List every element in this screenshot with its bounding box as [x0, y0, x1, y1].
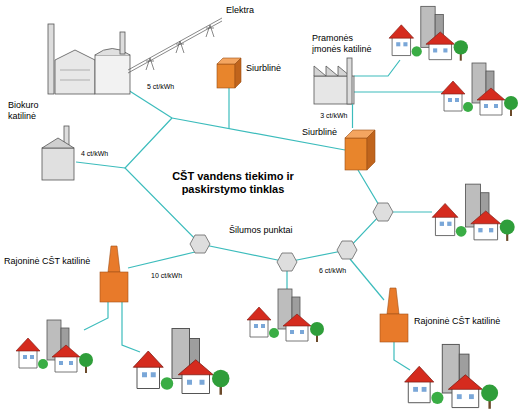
district-boiler-drawing — [100, 272, 128, 302]
power-line — [128, 18, 222, 73]
factory-drawing — [314, 58, 354, 104]
price-label: 10 ct/kWh — [150, 272, 183, 280]
pump-station-node: Siurblinė — [216, 56, 242, 88]
district-boiler-drawing — [100, 246, 408, 342]
heat-point — [337, 241, 357, 259]
industrial-boiler-node: Pramonės įmonės katilinė — [312, 56, 362, 104]
district-boiler-node: Rajoninė CŠT katilinė — [378, 286, 410, 342]
pump-drawing — [367, 130, 375, 170]
consumer-houses — [133, 329, 229, 395]
consumer-houses — [247, 289, 324, 342]
consumer-houses — [16, 6, 518, 408]
power-line — [176, 41, 184, 53]
facility-label: Elektra — [226, 5, 254, 16]
pipe — [84, 302, 108, 330]
power-plant-node: Elektra — [45, 22, 137, 94]
consumer-houses — [441, 63, 518, 116]
pipe-network — [76, 60, 452, 370]
pump-drawing — [217, 58, 375, 170]
heat-point — [190, 235, 210, 253]
district-boiler-drawing — [380, 314, 408, 342]
facility-label: Rajoninė CŠT katilinė — [4, 256, 90, 267]
power-line — [146, 58, 154, 70]
heat-point — [277, 253, 297, 271]
pipe — [394, 342, 410, 370]
pipe — [122, 302, 140, 352]
power-line — [146, 61, 154, 62]
power-plant-drawing — [48, 24, 130, 94]
network-title: CŠT vandens tiekimo ir paskirstymo tinkl… — [163, 170, 303, 196]
pipe — [76, 162, 125, 168]
power-plant-drawing — [55, 50, 95, 94]
power-line — [128, 21, 222, 73]
facility-label: Biokuro katilinė — [8, 100, 54, 122]
pipe — [354, 92, 452, 100]
price-label: 6 ct/kWh — [318, 267, 347, 275]
pipe-connector — [352, 104, 353, 128]
biofuel-boiler-drawing — [42, 138, 74, 148]
pipe — [125, 118, 383, 262]
facility-label: Siurblinė — [302, 127, 337, 138]
pipe — [354, 60, 400, 76]
heat-point — [190, 203, 393, 271]
power-line — [128, 18, 222, 70]
district-boiler-drawing — [108, 246, 120, 272]
consumer-houses — [16, 320, 93, 373]
facility-label: Siurblinė — [246, 63, 281, 74]
price-label: 5 ct/kWh — [146, 83, 175, 91]
heat-point — [373, 203, 393, 221]
facility-label: Rajoninė CŠT katilinė — [414, 316, 500, 327]
pipe — [128, 90, 172, 118]
factory-drawing — [347, 58, 352, 104]
district-boiler-node: Rajoninė CŠT katilinė — [100, 244, 130, 302]
pipe — [228, 88, 229, 129]
power-line — [176, 44, 184, 45]
power-plant-drawing — [60, 70, 90, 71]
biofuel-boiler-drawing — [42, 148, 74, 180]
pipe — [172, 118, 345, 150]
heat-points-label: Šilumos punktai — [228, 225, 294, 236]
pump-drawing — [345, 138, 367, 170]
pipe — [128, 252, 195, 268]
power-plant-drawing — [120, 32, 125, 54]
consumer-houses — [389, 6, 468, 60]
price-label: 4 ct/kWh — [80, 150, 109, 158]
price-label: 3 ct/kWh — [319, 112, 348, 120]
district-boiler-drawing — [387, 288, 399, 314]
consumer-houses — [432, 184, 515, 241]
power-line — [206, 28, 214, 29]
biofuel-boiler-node: Biokuro katilinė — [40, 124, 76, 180]
pipe — [350, 259, 384, 300]
pump-drawing — [217, 64, 235, 88]
power-plant-drawing — [48, 24, 54, 94]
factory-drawing — [314, 66, 350, 76]
power-line — [206, 25, 214, 37]
power-plant-drawing — [60, 80, 90, 81]
consumer-houses — [405, 344, 499, 408]
pump-station-node: Siurblinė — [343, 128, 375, 172]
power-plant-drawing — [95, 55, 130, 94]
pump-drawing — [235, 58, 241, 88]
facility-label: Pramonės įmonės katilinė — [312, 33, 378, 55]
pipe — [393, 211, 432, 212]
biofuel-boiler-drawing — [42, 126, 74, 180]
